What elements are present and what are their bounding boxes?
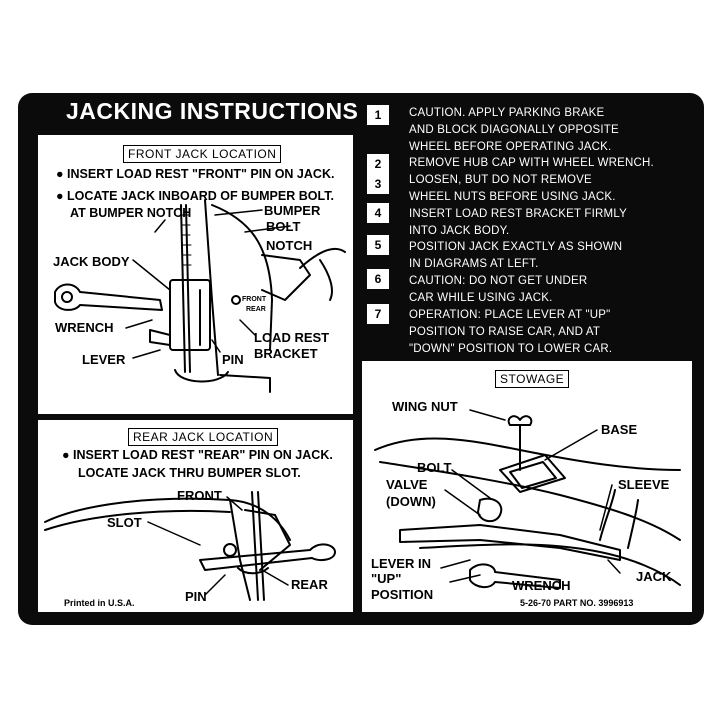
stowage-label-valve: VALVE [386,477,428,492]
step-2-line-1: REMOVE HUB CAP WITH WHEEL WRENCH. [409,157,654,169]
front-label-bumper: BUMPER [264,203,321,218]
step-1-line-1: CAUTION. APPLY PARKING BRAKE [409,107,605,119]
step-3-line-2: WHEEL NUTS BEFORE USING JACK. [409,191,616,203]
front-wrench [54,283,163,311]
step-6-line-1: CAUTION: DO NOT GET UNDER [409,275,588,287]
printed-in-usa: Printed in U.S.A. [64,598,135,608]
front-jack-screw [180,204,192,373]
rear-jack-panel [38,420,353,612]
stowage-label-wrench: WRENCH [512,578,571,593]
rear-note-1: ● INSERT LOAD REST "REAR" PIN ON JACK. [62,448,333,462]
rear-label-rear: REAR [291,577,328,592]
rear-jack-location-header: REAR JACK LOCATION [128,428,279,446]
stowage-label-position: POSITION [371,587,434,602]
rear-label-slot: SLOT [107,515,142,530]
step-4-line-1: INSERT LOAD REST BRACKET FIRMLY [409,208,627,220]
front-pin-rear-mark: REAR [246,306,266,313]
front-label-jack-body: JACK BODY [53,254,130,269]
front-pin-front-mark: FRONT [242,296,267,303]
front-label-pin: PIN [222,352,244,367]
step-3-line-1: LOOSEN, BUT DO NOT REMOVE [409,174,592,186]
stowage-wrench [469,563,561,589]
step-6-line-2: CAR WHILE USING JACK. [409,292,553,304]
front-label-bolt: BOLT [266,219,301,234]
rear-label-pin: PIN [185,589,207,604]
step-1-line-2: AND BLOCK DIAGONALLY OPPOSITE [409,124,619,136]
stowage-label-up: "UP" [371,571,402,586]
front-jack-location-header: FRONT JACK LOCATION [123,145,282,163]
stowage-label-wing-nut: WING NUT [392,399,458,414]
stowage-base [499,454,566,493]
stowage-label-sleeve: SLEEVE [618,477,670,492]
rear-note-2: LOCATE JACK THRU BUMPER SLOT. [78,466,301,480]
step-1-line-3: WHEEL BEFORE OPERATING JACK. [409,141,612,153]
step-number-1: 1 [367,105,389,125]
stowage-label-bolt: BOLT [417,460,452,475]
stowage-jack [399,524,621,561]
front-bumper-notch [261,254,311,301]
rear-jack-screw [251,491,265,601]
rear-wrench [199,543,336,571]
step-number-3: 3 [367,174,389,194]
stowage-label-down: (DOWN) [386,494,436,509]
front-note-1: ● INSERT LOAD REST "FRONT" PIN ON JACK. [56,167,335,181]
stowage-label-jack: JACK [636,569,672,584]
step-number-6: 6 [367,269,389,289]
front-label-load-rest: LOAD REST [254,330,330,345]
front-label-notch: NOTCH [266,238,313,253]
front-note-3: AT BUMPER NOTCH [70,206,192,220]
front-jack-body [169,279,211,351]
step-5-line-2: IN DIAGRAMS AT LEFT. [409,258,539,270]
front-lever [149,329,171,346]
rear-label-front: FRONT [177,488,222,503]
step-number-5: 5 [367,235,389,255]
stowage-label-base: BASE [601,422,638,437]
stowage-label-lever-in: LEVER IN [371,556,431,571]
step-4-line-2: INTO JACK BODY. [409,225,510,237]
stowage-wing-nut [507,415,533,426]
rear-bumper [44,497,291,541]
decal-title: JACKING INSTRUCTIONS [66,98,359,124]
step-7-line-1: OPERATION: PLACE LEVER AT "UP" [409,309,611,321]
step-number-4: 4 [367,203,389,223]
step-7-line-2: POSITION TO RAISE CAR, AND AT [409,326,601,338]
stowage-header: STOWAGE [495,370,570,388]
front-label-bracket: BRACKET [254,346,318,361]
step-7-line-3: "DOWN" POSITION TO LOWER CAR. [409,343,613,355]
front-label-wrench: WRENCH [55,320,114,335]
stowage-sleeve [599,489,639,549]
step-5-line-1: POSITION JACK EXACTLY AS SHOWN [409,241,623,253]
step-number-2: 2 [367,154,389,174]
step-number-7: 7 [367,304,389,324]
front-jack-panel [38,135,353,414]
front-note-2: ● LOCATE JACK INBOARD OF BUMPER BOLT. [56,189,334,203]
front-label-lever: LEVER [82,352,126,367]
part-number: 5-26-70 PART NO. 3996913 [520,598,634,608]
